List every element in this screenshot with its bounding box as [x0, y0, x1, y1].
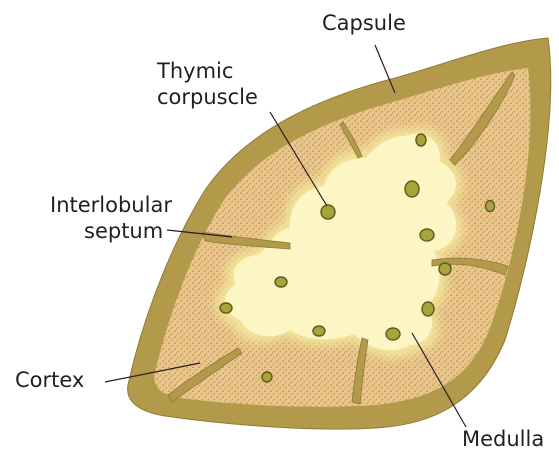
thymic-corpuscle-label-line2: corpuscle: [157, 85, 258, 109]
corpuscle: [262, 372, 272, 382]
corpuscle: [439, 263, 451, 275]
corpuscle: [422, 302, 434, 316]
interlobular-septum-label-line2: septum: [84, 219, 163, 243]
corpuscle: [313, 326, 325, 336]
corpuscle: [416, 134, 426, 146]
capsule-label: Capsule: [322, 11, 406, 35]
corpuscle: [275, 277, 287, 287]
corpuscle: [386, 328, 400, 340]
interlobular-septum-label-line1: Interlobular: [50, 193, 172, 217]
corpuscle: [321, 205, 335, 219]
corpuscle: [220, 303, 232, 313]
corpuscle: [420, 229, 434, 241]
corpuscle: [486, 201, 495, 212]
cortex-label: Cortex: [15, 368, 84, 392]
thymic-corpuscle-label-line1: Thymic: [156, 59, 233, 83]
corpuscle: [405, 181, 419, 197]
medulla-label: Medulla: [462, 427, 544, 450]
